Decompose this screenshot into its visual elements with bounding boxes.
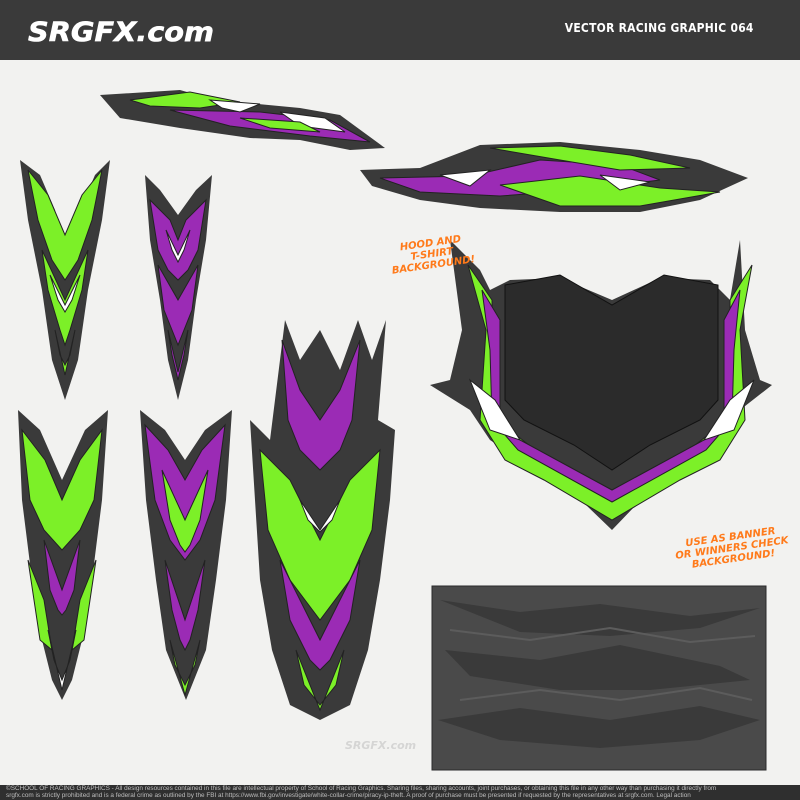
watermark: SRGFX.com <box>345 739 417 752</box>
vertical-graphic-5 <box>250 320 395 720</box>
hood-graphic <box>430 240 772 530</box>
diagonal-graphic-1 <box>100 90 385 150</box>
footer-line-2: srgfx.com is strictly prohibited and is … <box>6 792 691 800</box>
header-bar: SRGFX.com VECTOR RACING GRAPHIC 064 <box>0 0 800 60</box>
vertical-graphic-1 <box>20 160 110 400</box>
logo-text: SRGFX.com <box>28 17 214 48</box>
footer-line-1: ©SCHOOL OF RACING GRAPHICS - All design … <box>6 785 717 792</box>
page-title: VECTOR RACING GRAPHIC 064 <box>565 20 754 35</box>
diagonal-graphic-2 <box>360 142 748 212</box>
footer: ©SCHOOL OF RACING GRAPHICS - All design … <box>0 785 800 800</box>
vertical-graphic-4 <box>140 410 232 700</box>
banner-graphic <box>431 585 767 771</box>
vertical-graphic-2 <box>145 175 212 400</box>
srgfx-logo: SRGFX.com <box>28 17 215 48</box>
vertical-graphic-3 <box>18 410 108 700</box>
graphic-sheet <box>18 90 772 771</box>
